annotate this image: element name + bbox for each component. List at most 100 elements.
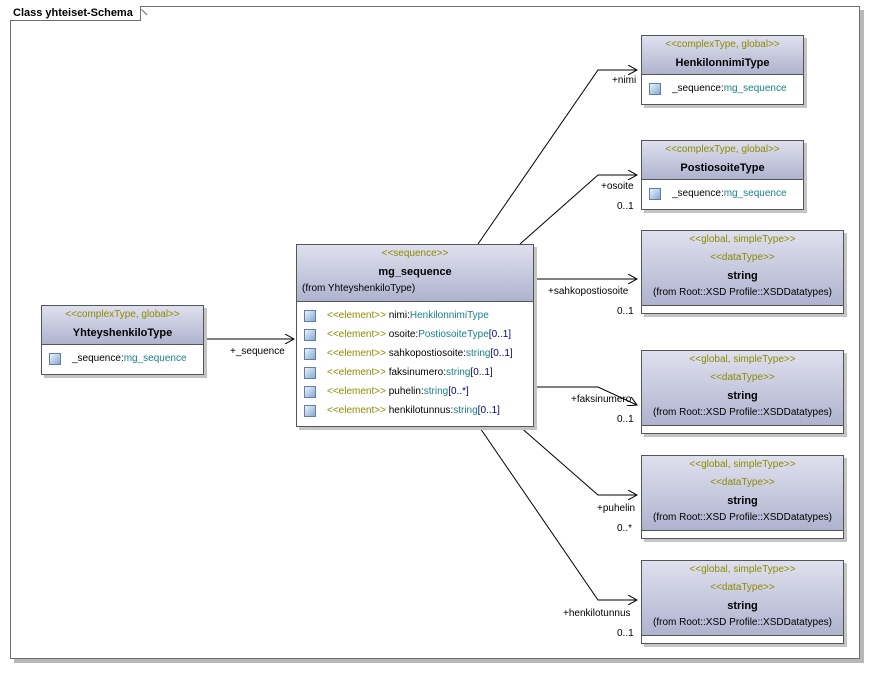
element-name: faksinumero xyxy=(388,367,444,378)
element-multiplicity: [0..1] xyxy=(488,329,512,340)
element-name: sahkopostiosoite xyxy=(388,348,464,359)
role-label-sequence: +_sequence xyxy=(230,346,285,357)
element-stereotype: <<element>> xyxy=(327,405,386,416)
element-row-nimi[interactable]: <<element>> nimi:HenkilonnimiType xyxy=(297,306,533,325)
element-name: henkilotunnus xyxy=(388,405,451,416)
origin-label: (from Root::XSD Profile::XSDDatatypes) xyxy=(653,287,832,298)
origin-label: (from Root::XSD Profile::XSDDatatypes) xyxy=(653,407,832,418)
origin-label: (from YhteyshenkiloType) xyxy=(302,283,416,294)
role-label-sahkopostiosoite: +sahkopostiosoite xyxy=(548,286,629,297)
element-icon xyxy=(304,348,316,360)
attribute-type: mg_sequence xyxy=(723,188,787,199)
stereotype-label: <<global, simpleType>> xyxy=(689,234,796,245)
element-icon xyxy=(304,367,316,379)
stereotype-label: <<sequence>> xyxy=(381,248,449,259)
element-row-puhelin[interactable]: <<element>> puhelin:string[0..*] xyxy=(297,382,533,401)
attribute-name: _sequence xyxy=(672,83,721,94)
element-row-osoite[interactable]: <<element>> osoite:PostiosoiteType[0..1] xyxy=(297,325,533,344)
attribute-type: mg_sequence xyxy=(123,353,187,364)
element-type: string xyxy=(423,386,449,397)
multiplicity-faksinumero: 0..1 xyxy=(617,414,634,425)
mg-sequence-class[interactable]: <<sequence>> mg_sequence (from Yhteyshen… xyxy=(296,244,534,427)
attribute-icon xyxy=(49,353,61,365)
element-type: HenkilonnimiType xyxy=(409,310,489,321)
multiplicity-henkilotunnus: 0..1 xyxy=(617,628,634,639)
role-label-osoite: +osoite xyxy=(601,181,634,192)
attribute-icon xyxy=(649,188,661,200)
element-type: string xyxy=(466,348,491,359)
class-name: YhteyshenkiloType xyxy=(72,327,173,339)
element-row-faksinumero[interactable]: <<element>> faksinumero:string[0..1] xyxy=(297,363,533,382)
class-name: HenkilonnimiType xyxy=(675,57,770,69)
element-multiplicity: [0..1] xyxy=(477,405,500,416)
multiplicity-sahkopostiosoite: 0..1 xyxy=(617,306,634,317)
string-datatype-puhelin[interactable]: <<global, simpleType>> <<dataType>> stri… xyxy=(641,455,844,539)
role-label-faksinumero: +faksinumero xyxy=(571,394,632,405)
class-name: string xyxy=(727,390,758,402)
class-name: string xyxy=(727,600,758,612)
class-name: string xyxy=(727,270,758,282)
diagram-frame-title: Class yhteiset-Schema xyxy=(10,6,141,21)
element-icon xyxy=(304,310,316,322)
role-label-nimi: +nimi xyxy=(612,75,637,86)
postiosoitetype-class[interactable]: <<complexType, global>> PostiosoiteType … xyxy=(641,140,804,210)
link-henkilotunnus xyxy=(477,424,637,600)
attribute-name: _sequence xyxy=(72,353,121,364)
role-label-henkilotunnus: +henkilotunnus xyxy=(563,608,631,619)
link-puhelin xyxy=(517,424,637,495)
henkilonnimitype-class[interactable]: <<complexType, global>> HenkilonnimiType… xyxy=(641,35,804,105)
element-multiplicity: [0..1] xyxy=(490,348,513,359)
yhteyshenkilotype-class[interactable]: <<complexType, global>> YhteyshenkiloTyp… xyxy=(41,305,204,375)
attribute-type: mg_sequence xyxy=(723,83,787,94)
stereotype-label: <<global, simpleType>> xyxy=(689,354,796,365)
element-multiplicity: [0..1] xyxy=(470,367,493,378)
stereotype-label: <<complexType, global>> xyxy=(665,144,780,155)
link-osoite xyxy=(519,175,637,245)
element-type: PostiosoiteType xyxy=(418,329,489,340)
origin-label: (from Root::XSD Profile::XSDDatatypes) xyxy=(653,617,832,628)
link-faksinumero xyxy=(533,386,637,405)
attribute-row[interactable]: _sequence:mg_sequence xyxy=(642,184,803,203)
stereotype-label: <<dataType>> xyxy=(710,372,775,383)
link-nimi xyxy=(477,70,637,245)
element-name: puhelin xyxy=(388,386,421,397)
element-list: <<element>> nimi:HenkilonnimiType<<eleme… xyxy=(297,306,533,420)
element-stereotype: <<element>> xyxy=(327,329,386,340)
attribute-row[interactable]: _sequence:mg_sequence xyxy=(42,349,203,368)
element-multiplicity: [0..*] xyxy=(448,386,469,397)
stereotype-label: <<dataType>> xyxy=(710,252,775,263)
element-icon xyxy=(304,386,316,398)
element-stereotype: <<element>> xyxy=(327,310,386,321)
stereotype-label: <<global, simpleType>> xyxy=(689,564,796,575)
stereotype-label: <<complexType, global>> xyxy=(665,39,780,50)
element-icon xyxy=(304,405,316,417)
attribute-row[interactable]: _sequence:mg_sequence xyxy=(642,79,803,98)
element-name: nimi xyxy=(388,310,408,321)
stereotype-label: <<complexType, global>> xyxy=(65,309,180,320)
element-row-sahkopostiosoite[interactable]: <<element>> sahkopostiosoite:string[0..1… xyxy=(297,344,533,363)
string-datatype-faksinumero[interactable]: <<global, simpleType>> <<dataType>> stri… xyxy=(641,350,844,434)
element-stereotype: <<element>> xyxy=(327,386,386,397)
string-datatype-sahkoposti[interactable]: <<global, simpleType>> <<dataType>> stri… xyxy=(641,230,844,314)
element-name: osoite xyxy=(388,329,416,340)
element-icon xyxy=(304,329,316,341)
attribute-name: _sequence xyxy=(672,188,721,199)
multiplicity-osoite: 0..1 xyxy=(617,201,634,212)
stereotype-label: <<global, simpleType>> xyxy=(689,459,796,470)
stereotype-label: <<dataType>> xyxy=(710,582,775,593)
element-stereotype: <<element>> xyxy=(327,367,386,378)
role-label-puhelin: +puhelin xyxy=(597,503,636,514)
origin-label: (from Root::XSD Profile::XSDDatatypes) xyxy=(653,512,832,523)
element-stereotype: <<element>> xyxy=(327,348,386,359)
class-name: mg_sequence xyxy=(378,266,452,278)
stereotype-label: <<dataType>> xyxy=(710,477,775,488)
multiplicity-puhelin: 0..* xyxy=(617,523,633,534)
class-name: string xyxy=(727,495,758,507)
class-name: PostiosoiteType xyxy=(680,162,765,174)
string-datatype-henkilotunnus[interactable]: <<global, simpleType>> <<dataType>> stri… xyxy=(641,560,844,644)
element-type: string xyxy=(453,405,478,416)
attribute-icon xyxy=(649,83,661,95)
element-type: string xyxy=(445,367,471,378)
element-row-henkilotunnus[interactable]: <<element>> henkilotunnus:string[0..1] xyxy=(297,401,533,420)
